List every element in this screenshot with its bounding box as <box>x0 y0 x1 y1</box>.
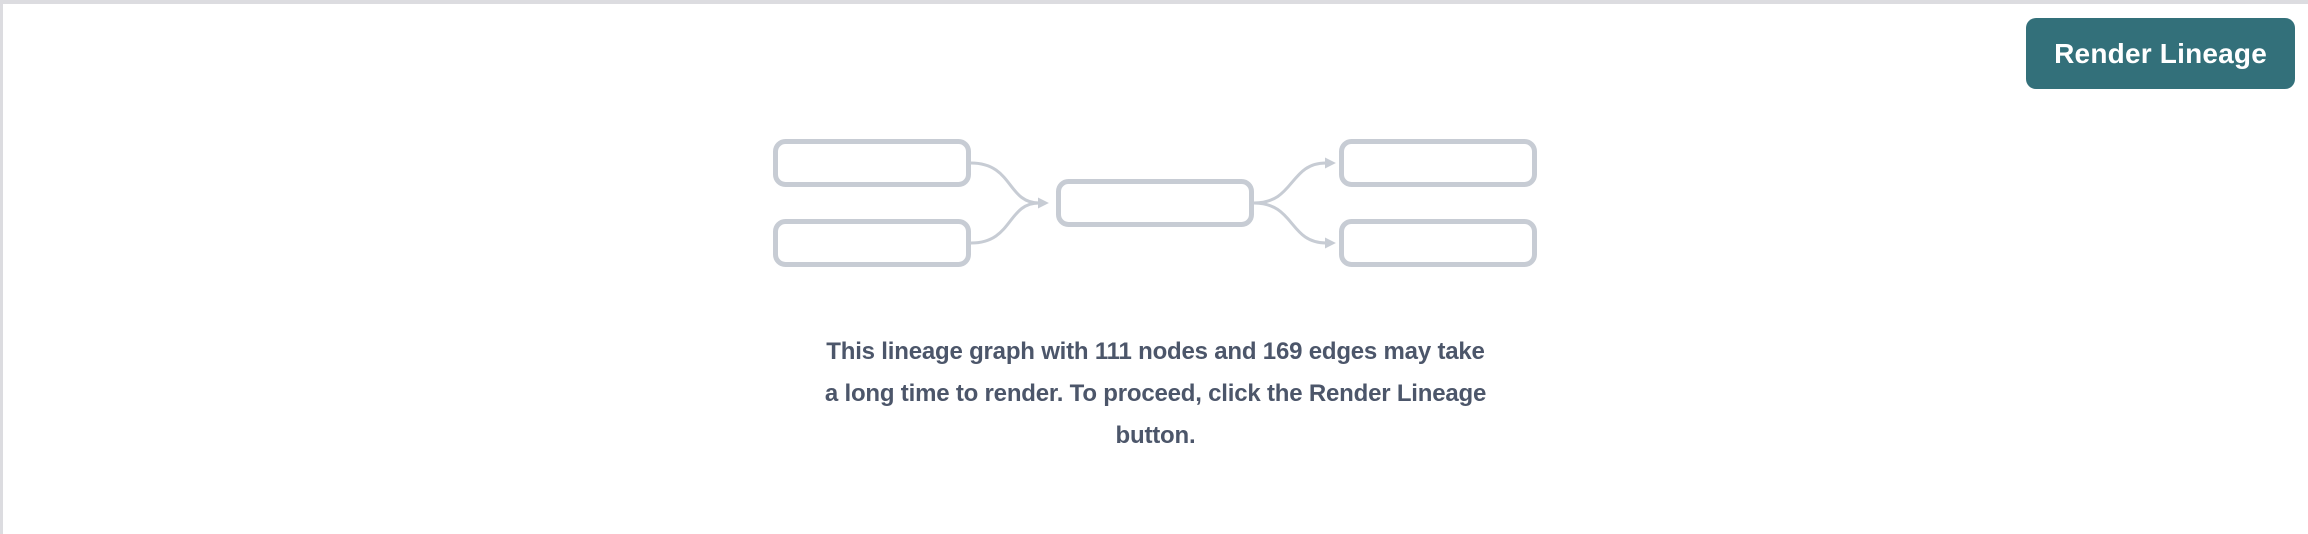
lineage-warning-message: This lineage graph with 111 nodes and 16… <box>825 331 1486 457</box>
lineage-node-placeholder <box>772 139 971 187</box>
lineage-edge <box>1252 201 1336 249</box>
lineage-nodes <box>772 139 1537 267</box>
lineage-placeholder-diagram <box>772 139 1537 267</box>
lineage-node-placeholder <box>1338 219 1537 267</box>
message-line-3: button. <box>1115 422 1196 449</box>
lineage-edge <box>969 201 1040 245</box>
lineage-node-placeholder <box>1338 139 1537 187</box>
lineage-node-placeholder <box>772 219 971 267</box>
lineage-edge <box>1252 157 1336 205</box>
render-lineage-button[interactable]: Render Lineage <box>2026 18 2295 89</box>
lineage-empty-state: This lineage graph with 111 nodes and 16… <box>3 139 2308 457</box>
message-line-1: This lineage graph with 111 nodes and 16… <box>826 338 1485 365</box>
lineage-edges <box>969 157 1336 249</box>
lineage-edge <box>969 161 1049 209</box>
message-line-2: a long time to render. To proceed, click… <box>824 380 1487 407</box>
lineage-panel: Render Lineage <box>3 18 2308 457</box>
lineage-node-placeholder <box>1055 179 1254 227</box>
